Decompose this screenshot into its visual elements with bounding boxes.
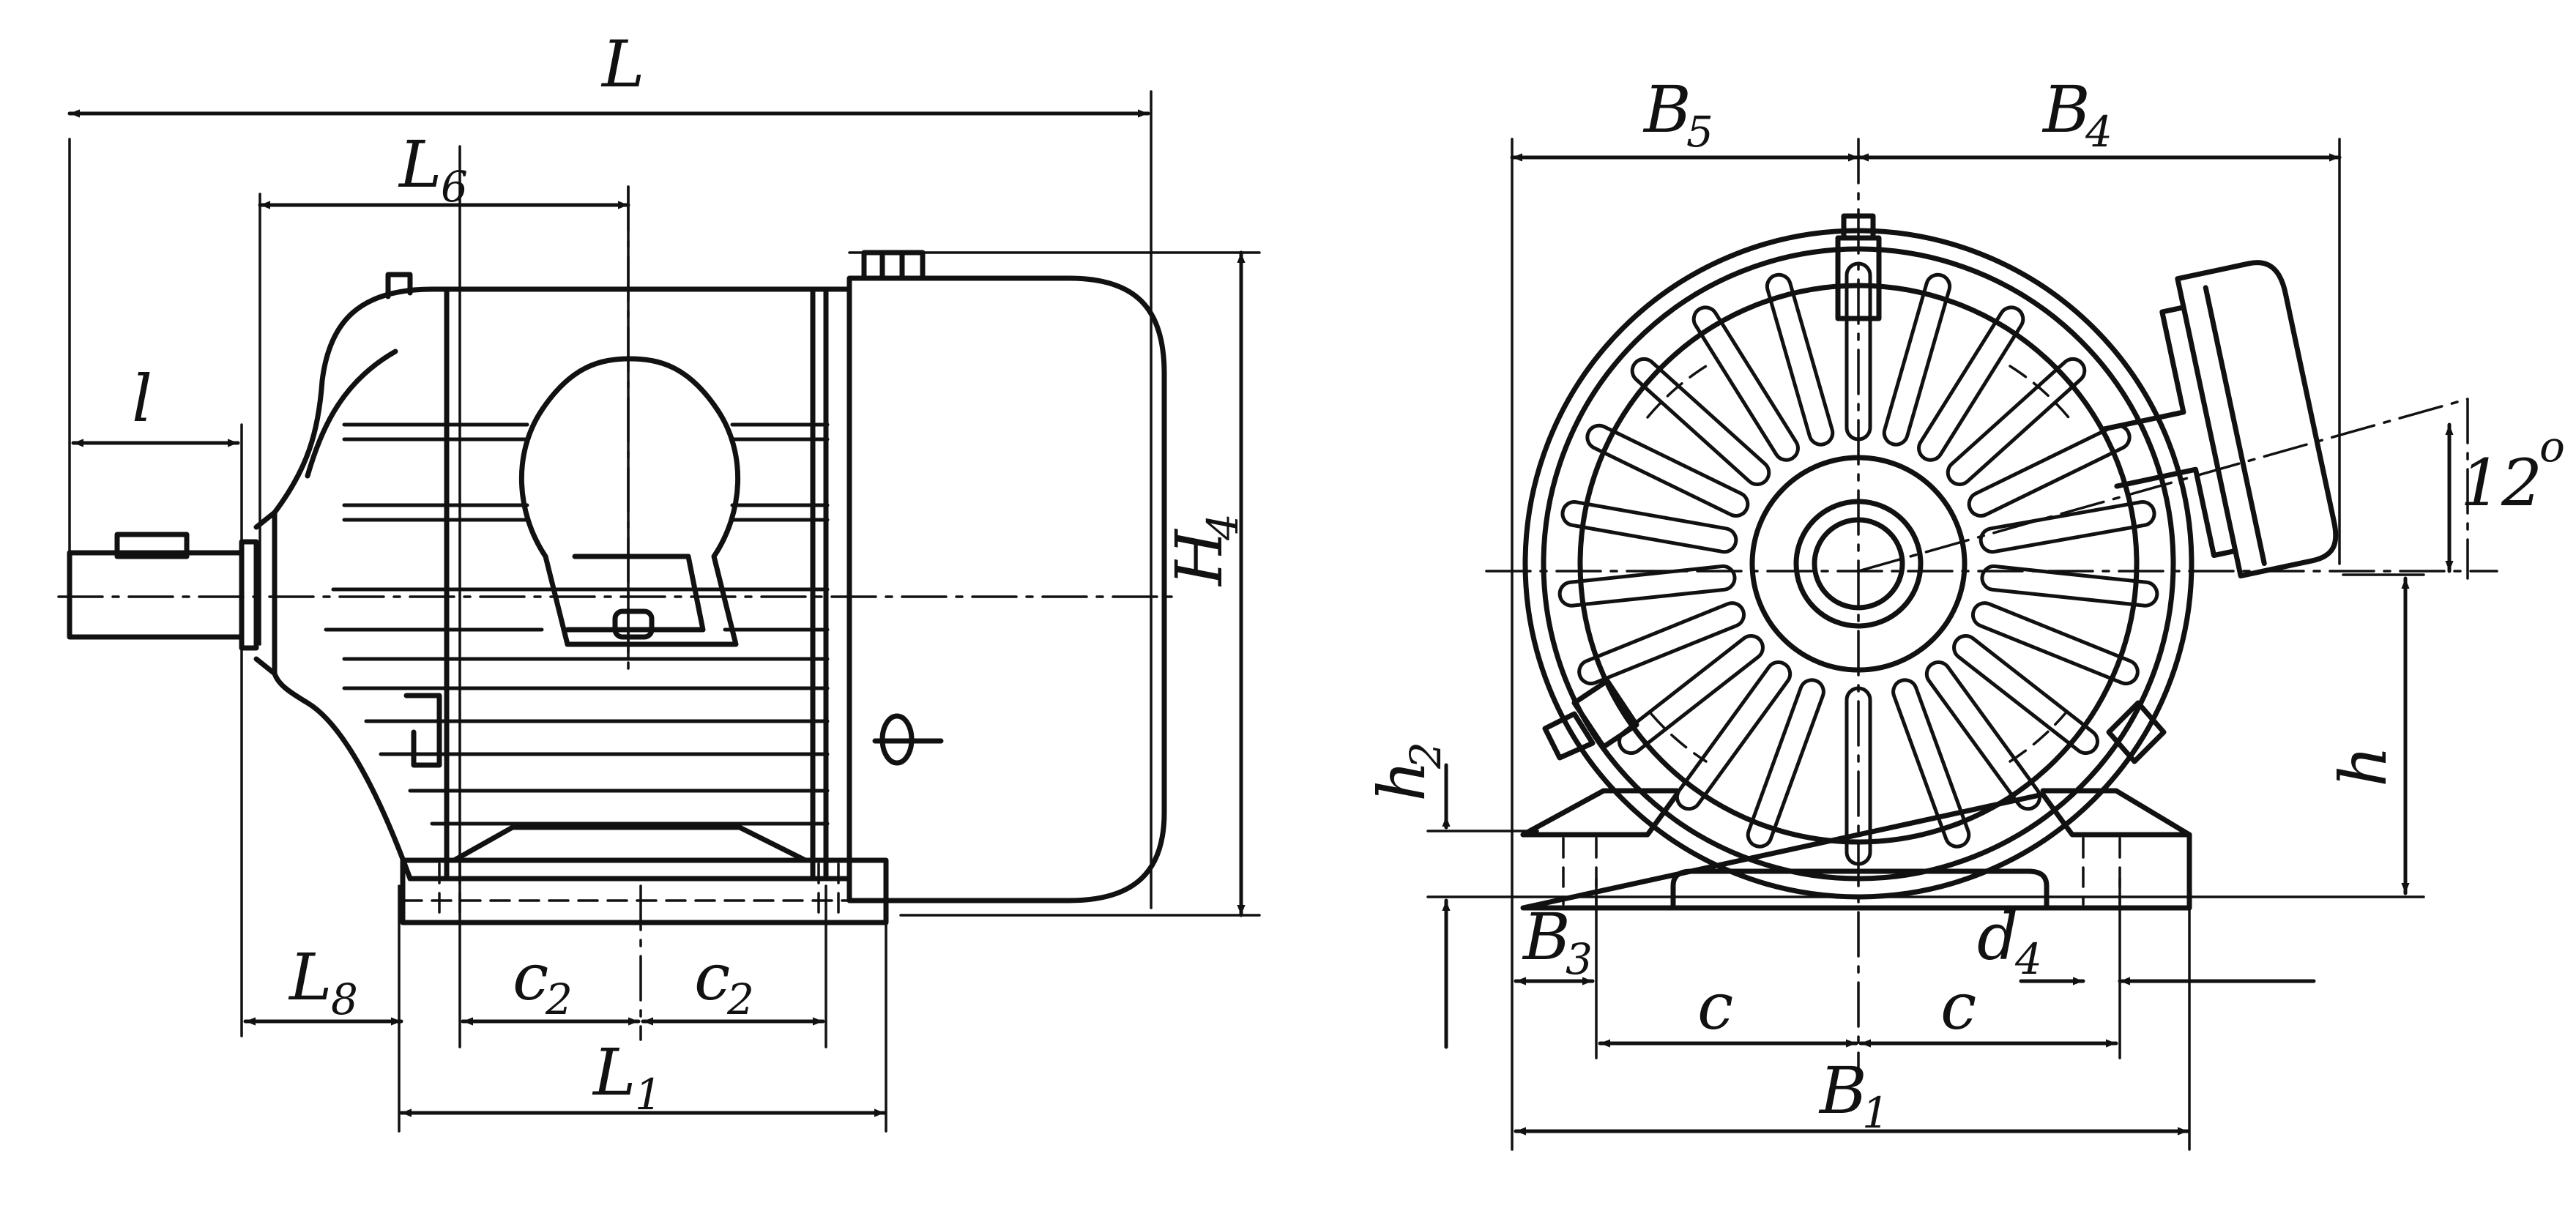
label-L6-main: L bbox=[398, 127, 442, 202]
label-L-main: L bbox=[600, 26, 644, 102]
side-dimension-lines bbox=[67, 109, 1246, 1117]
label-c2-left-sub: 2 bbox=[545, 975, 573, 1024]
label-d4-main: d bbox=[1977, 899, 2018, 975]
label-B4: B 4 bbox=[2041, 72, 2112, 157]
label-c2-left-main: c bbox=[513, 939, 548, 1015]
label-B1: B 1 bbox=[1818, 1053, 1889, 1138]
label-h2-sub: 2 bbox=[1401, 742, 1451, 770]
label-c-left: c bbox=[1697, 969, 1733, 1044]
end-view: B 5 B 4 12 o h h 2 B 3 d 4 c c bbox=[1364, 72, 2565, 1151]
label-B4-main: B bbox=[2041, 72, 2091, 147]
label-angle-main: 12 bbox=[2460, 445, 2542, 521]
label-c-left-main: c bbox=[1697, 969, 1733, 1044]
end-dimension-lines bbox=[1442, 153, 2454, 1136]
label-B3: B 3 bbox=[1522, 899, 1593, 984]
side-motor-body bbox=[67, 250, 1167, 925]
label-L6-sub: 6 bbox=[441, 162, 468, 212]
label-c-right: c bbox=[1940, 969, 1976, 1044]
label-c2-right-sub: 2 bbox=[726, 975, 754, 1024]
label-L6: L 6 bbox=[398, 127, 468, 212]
label-B3-main: B bbox=[1522, 899, 1571, 975]
label-L8-sub: 8 bbox=[331, 975, 358, 1024]
label-B1-sub: 1 bbox=[1862, 1088, 1889, 1138]
label-L8-main: L bbox=[288, 939, 332, 1015]
label-L8: L 8 bbox=[288, 939, 358, 1024]
label-c2-right: c 2 bbox=[694, 939, 754, 1024]
label-h2-main: h bbox=[1364, 760, 1440, 802]
label-h-main: h bbox=[2326, 745, 2401, 787]
side-view: L L 6 l H 4 L 8 c 2 c 2 L 1 bbox=[57, 26, 1261, 1133]
label-d4-sub: 4 bbox=[2014, 934, 2042, 984]
label-angle-sup: o bbox=[2539, 422, 2565, 472]
label-c2-left: c 2 bbox=[513, 939, 573, 1024]
label-L1-sub: 1 bbox=[635, 1070, 662, 1119]
label-h2: h 2 bbox=[1364, 742, 1451, 802]
label-L: L bbox=[600, 26, 644, 102]
label-c-right-main: c bbox=[1940, 969, 1976, 1044]
side-foot-holes bbox=[401, 862, 887, 920]
end-hidden-lines bbox=[1562, 365, 2121, 906]
label-H4-sub: 4 bbox=[1198, 513, 1248, 541]
end-radial-fins bbox=[1559, 261, 2159, 864]
label-h: h bbox=[2326, 745, 2401, 787]
label-H4: H 4 bbox=[1161, 513, 1248, 587]
label-B3-sub: 3 bbox=[1566, 934, 1593, 984]
end-motor-body bbox=[1520, 213, 2339, 911]
label-B5-sub: 5 bbox=[1686, 107, 1713, 157]
side-cooling-fins bbox=[324, 422, 830, 826]
label-angle: 12 o bbox=[2460, 422, 2565, 521]
label-B1-main: B bbox=[1818, 1053, 1867, 1128]
label-c2-right-main: c bbox=[694, 939, 730, 1015]
side-extension-lines bbox=[68, 90, 1261, 1133]
label-l-main: l bbox=[132, 361, 152, 436]
label-B5: B 5 bbox=[1642, 72, 1713, 157]
label-L1: L 1 bbox=[592, 1035, 662, 1119]
label-L1-main: L bbox=[592, 1035, 636, 1110]
label-H4-main: H bbox=[1161, 528, 1237, 587]
label-B5-main: B bbox=[1642, 72, 1691, 147]
label-d4: d 4 bbox=[1977, 899, 2042, 984]
label-l: l bbox=[132, 361, 152, 436]
label-B4-sub: 4 bbox=[2085, 107, 2112, 157]
